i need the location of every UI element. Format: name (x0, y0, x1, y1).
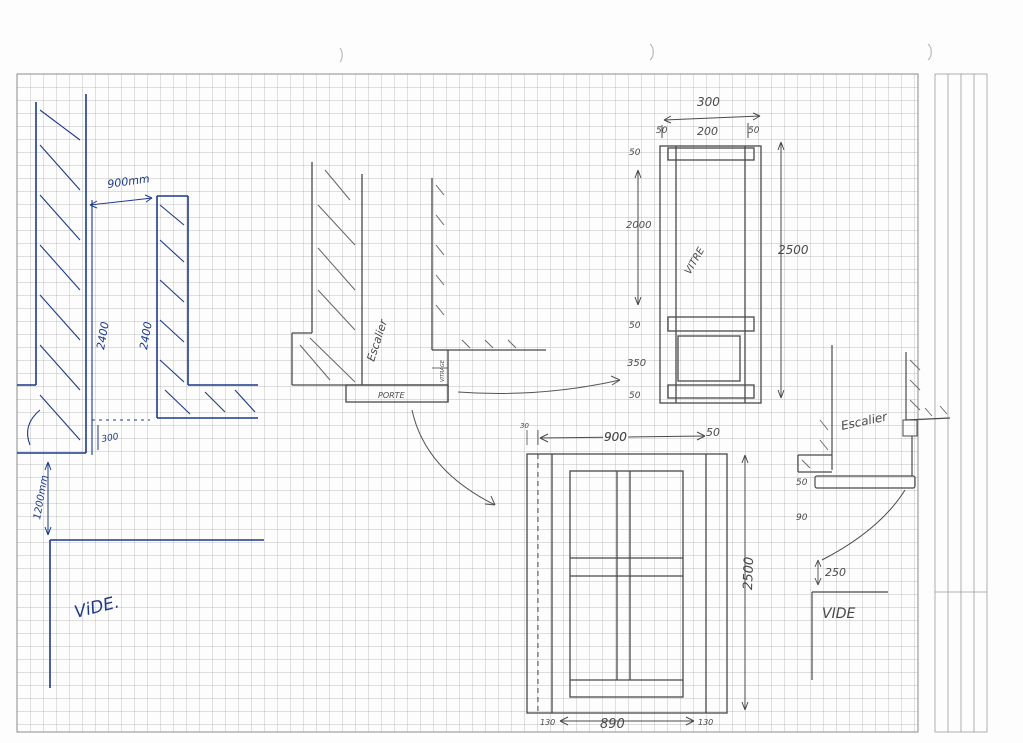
porte-label: PORTE (378, 391, 406, 400)
glazed-panel (634, 112, 785, 404)
bottom-50-label: 50 (706, 426, 720, 439)
height-2400-b-label: 2400 (137, 321, 155, 351)
right-section (797, 345, 951, 680)
double-door (526, 430, 749, 726)
center-plan (291, 162, 546, 403)
bottom-900-label: 900 (604, 430, 627, 444)
width-900mm-label: 900mm (107, 172, 151, 191)
bottom-130-right-label: 130 (698, 718, 713, 727)
vitrage-label: VITRAGE (440, 359, 446, 382)
height-2500-label: 2500 (741, 557, 757, 591)
top-50-left-label: 50 (656, 126, 668, 136)
height-2400-label: 2400 (94, 321, 112, 351)
left-hatching (27, 109, 256, 446)
arrow-head-vitre (610, 375, 621, 386)
right-250-label: 250 (825, 566, 846, 579)
bottom-890-label: 890 (600, 717, 625, 732)
arrow-head-door (484, 495, 496, 506)
punch-marks (339, 43, 932, 63)
right-90-label: 90 (796, 513, 808, 523)
arrow-to-door (411, 409, 496, 506)
side-50-top-label: 50 (629, 148, 641, 158)
arrow-to-vitre (457, 379, 621, 394)
center-hatching (299, 169, 517, 383)
bottom-900-label-ink: 900 (604, 430, 627, 444)
side-350-label: 350 (627, 358, 646, 369)
left-plan (17, 94, 264, 688)
bottom-30-label: 30 (520, 422, 529, 430)
right-hatching (801, 359, 948, 469)
side-50-mid-label: 50 (629, 321, 641, 331)
top-200-label: 200 (697, 125, 718, 138)
top-300-label: 300 (697, 95, 720, 109)
bottom-130-left-label: 130 (540, 718, 555, 727)
top-50-right-label: 50 (748, 126, 760, 136)
dim-300-label: 300 (101, 432, 120, 445)
margin-strip (934, 73, 988, 733)
side-50-bot-label: 50 (629, 391, 641, 401)
height-2500-door-label: 2500 (778, 243, 809, 257)
side-2000-label: 2000 (626, 220, 651, 231)
vide-right-label: VIDE (822, 606, 855, 622)
grid-area (16, 73, 919, 733)
right-50-label: 50 (796, 478, 808, 488)
